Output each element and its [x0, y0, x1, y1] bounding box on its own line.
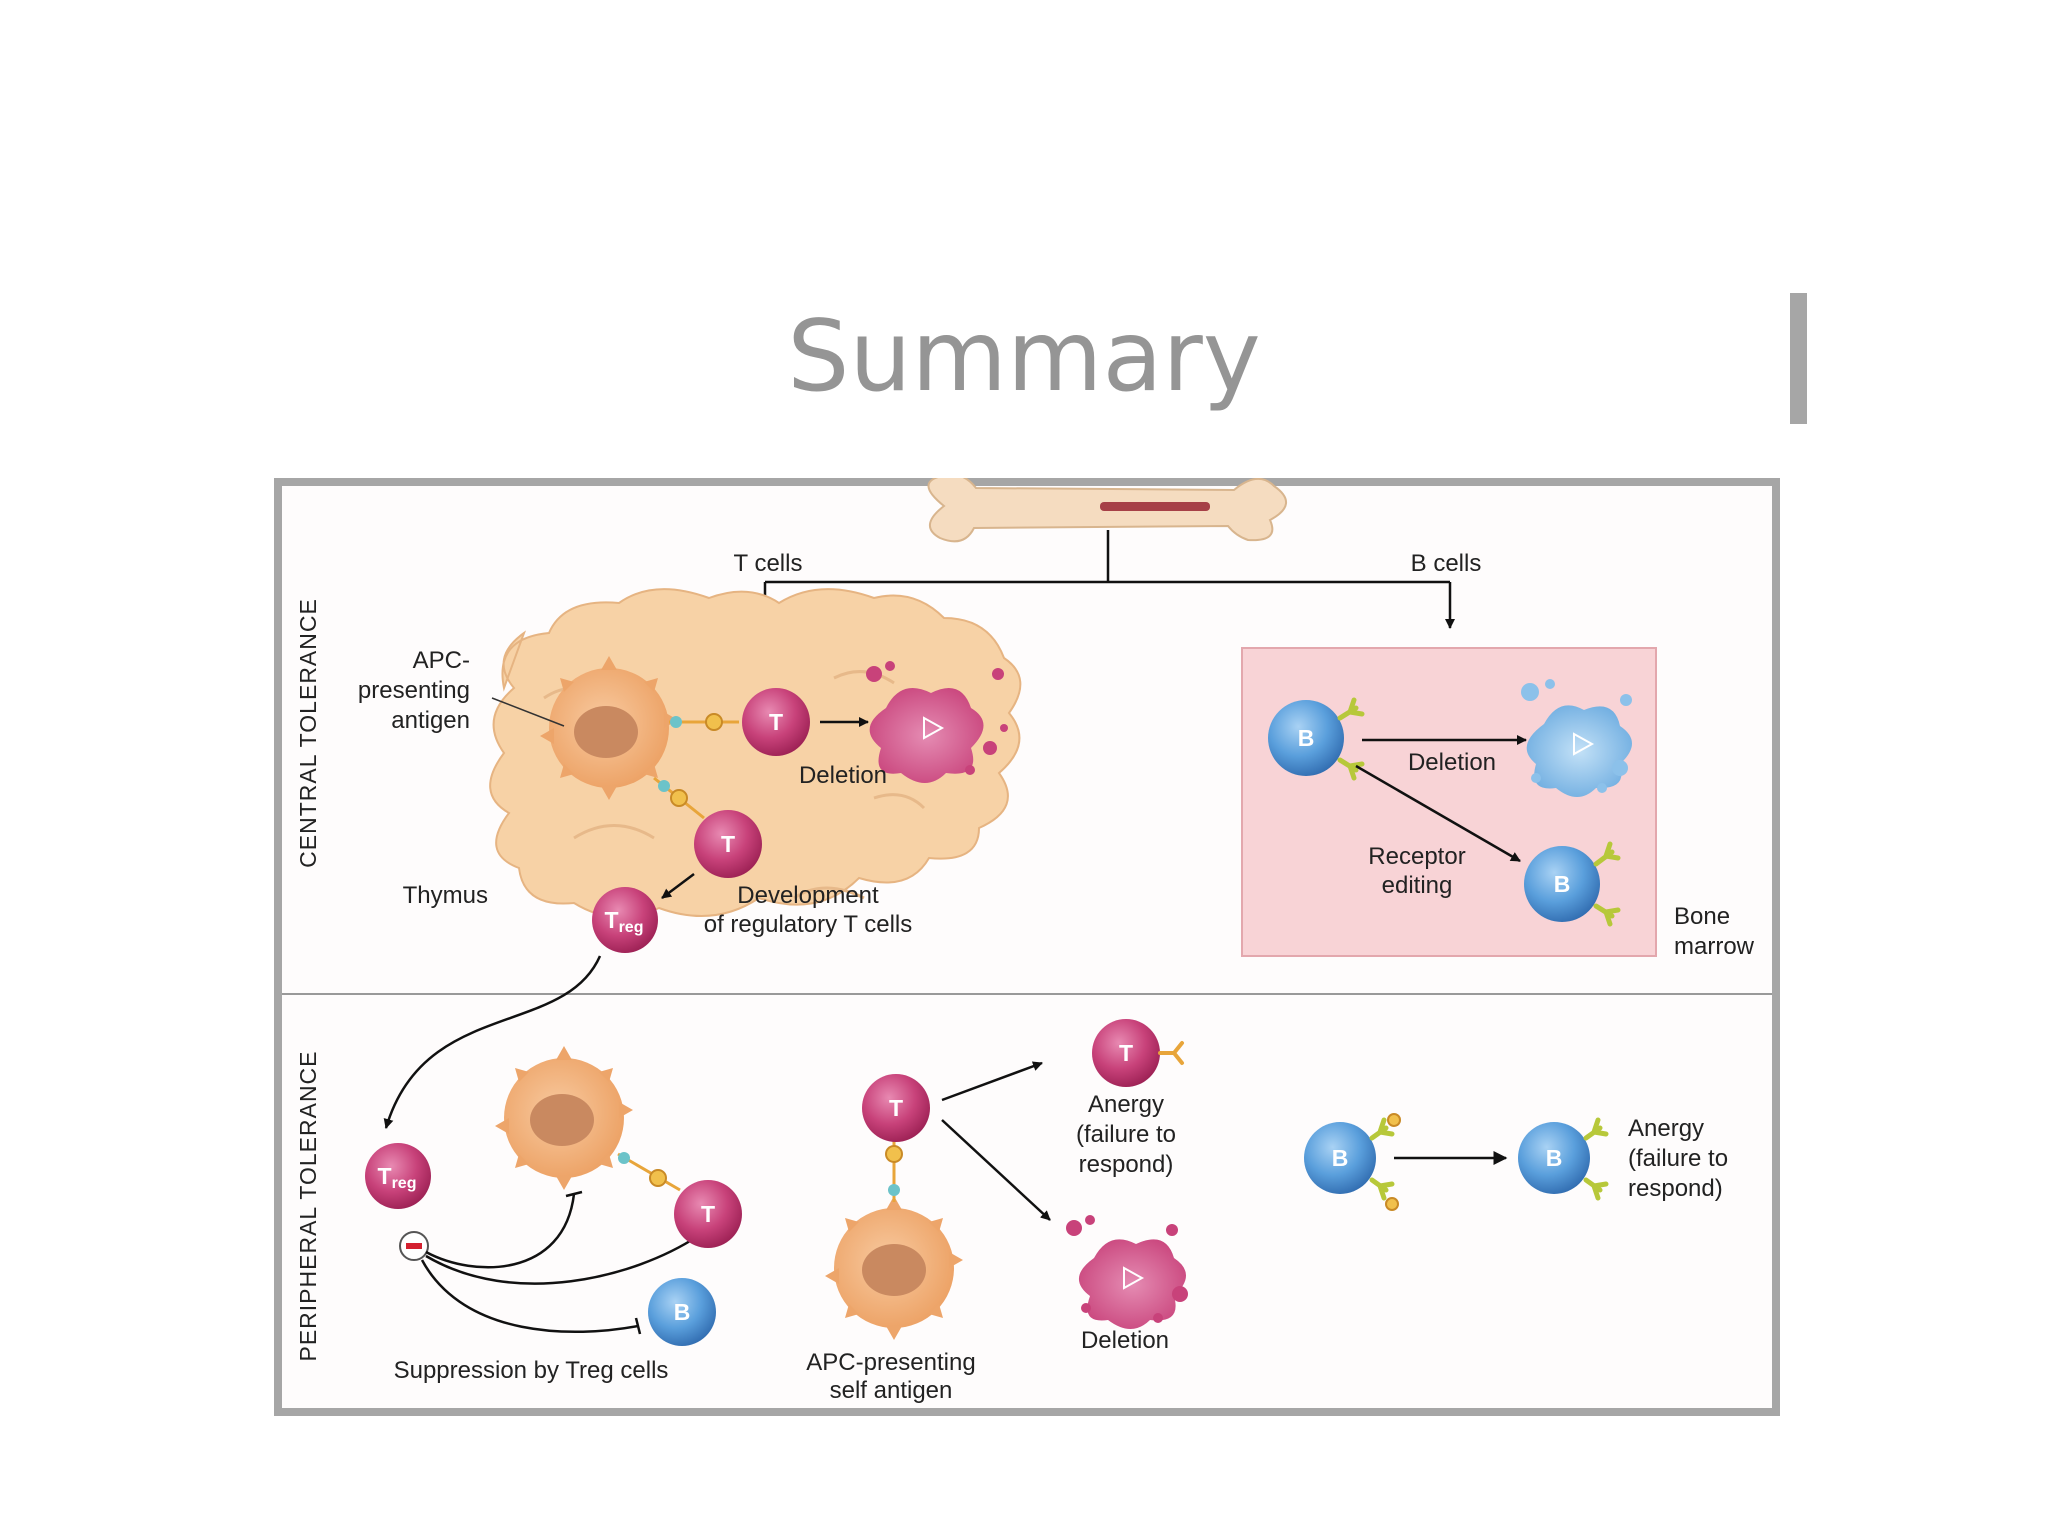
anergy-t-label-line3: respond)	[1079, 1151, 1174, 1178]
b-cell-anergic: B	[1518, 1117, 1609, 1201]
t-cell-peripheral: T	[862, 1074, 930, 1142]
receptor-editing-arrow	[1355, 764, 1521, 863]
b-cell-letter: B	[1298, 725, 1315, 751]
t-cell-letter: T	[701, 1201, 715, 1227]
treg-development-arrow	[661, 873, 695, 899]
suppression-lines	[420, 1190, 705, 1335]
b-cell-bone-marrow: B	[1268, 697, 1365, 781]
b-cell-letter: B	[1546, 1145, 1563, 1171]
apc-cell-thymus	[540, 656, 678, 800]
bone-icon	[927, 478, 1287, 543]
t-cell-anergic: T	[1092, 1019, 1184, 1087]
deletion-peripheral-label: Deletion	[1081, 1327, 1169, 1354]
title-accent-bar	[1790, 293, 1807, 424]
immune-tolerance-diagram: CENTRAL TOLERANCE PERIPHERAL TOLERANCE T…	[274, 478, 1780, 1416]
treg-letter: Treg	[605, 907, 644, 936]
b-cell-edited: B	[1524, 841, 1621, 927]
treg-migration-arrow	[383, 955, 602, 1129]
deletion-central-t-label: Deletion	[799, 762, 887, 789]
development-label-line1: Development	[737, 882, 879, 909]
t-cells-label: T cells	[734, 550, 803, 577]
thymus-label: Thymus	[403, 882, 488, 909]
t-cell-thymus-2: T	[694, 810, 762, 878]
t-cell-letter: T	[889, 1095, 903, 1121]
apoptotic-t-cell	[866, 661, 1008, 783]
apc-label-line3: antigen	[391, 707, 470, 734]
central-tolerance-label: CENTRAL TOLERANCE	[295, 598, 321, 868]
apc-self-label-line2: self antigen	[830, 1377, 953, 1404]
apc-cell-peripheral-1	[495, 1046, 633, 1190]
deletion-central-b-label: Deletion	[1408, 749, 1496, 776]
b-cell-suppressed: B	[648, 1278, 716, 1346]
anergy-b-label-line3: respond)	[1628, 1175, 1723, 1202]
bone-marrow-label-line2: marrow	[1674, 933, 1755, 960]
tcr-mhc-connector	[653, 713, 739, 820]
b-cell-letter: B	[1332, 1145, 1349, 1171]
peripheral-tolerance-label: PERIPHERAL TOLERANCE	[295, 1050, 321, 1361]
apc-self-label-line1: APC-presenting	[806, 1349, 975, 1376]
bone-marrow-label-line1: Bone	[1674, 903, 1730, 930]
anergy-b-label-line2: (failure to	[1628, 1145, 1728, 1172]
t-cell-letter: T	[769, 709, 783, 735]
t-cell-thymus-1: T	[742, 688, 810, 756]
apc-label-line2: presenting	[358, 677, 470, 704]
treg-cell-thymus: Treg	[592, 887, 658, 953]
receptor-editing-label-line1: Receptor	[1368, 843, 1465, 870]
tcr-mhc-connector-peripheral-1	[617, 1152, 681, 1192]
apoptotic-b-cell	[1521, 679, 1632, 797]
b-cells-label: B cells	[1411, 550, 1482, 577]
anergy-t-label-line1: Anergy	[1088, 1091, 1164, 1118]
apc-pointer-line	[491, 697, 565, 727]
apc-label-line1: APC-	[413, 647, 470, 674]
treg-letter: Treg	[378, 1163, 417, 1192]
t-cell-suppressed: T	[674, 1180, 742, 1248]
apc-cell-peripheral-2	[825, 1196, 963, 1340]
t-cell-letter: T	[1119, 1040, 1133, 1066]
anergy-t-label-line2: (failure to	[1076, 1121, 1176, 1148]
apoptotic-t-cell-peripheral	[1066, 1215, 1188, 1329]
deletion-arrow-peripheral	[941, 1119, 1051, 1221]
b-cell-letter: B	[1554, 871, 1571, 897]
bone-marrow-box	[1241, 647, 1657, 957]
b-cell-peripheral: B	[1304, 1113, 1401, 1211]
anergy-b-label-line1: Anergy	[1628, 1115, 1704, 1142]
treg-cell-peripheral: Treg	[365, 1143, 431, 1209]
anergy-arrow-t	[941, 1061, 1043, 1102]
receptor-editing-label-line2: editing	[1382, 872, 1453, 899]
inhibition-minus-icon	[399, 1231, 429, 1261]
suppression-label: Suppression by Treg cells	[394, 1357, 669, 1384]
development-label-line2: of regulatory T cells	[704, 911, 913, 938]
slide-title: Summary	[787, 300, 1261, 414]
b-cell-letter: B	[674, 1299, 691, 1325]
t-cell-letter: T	[721, 831, 735, 857]
